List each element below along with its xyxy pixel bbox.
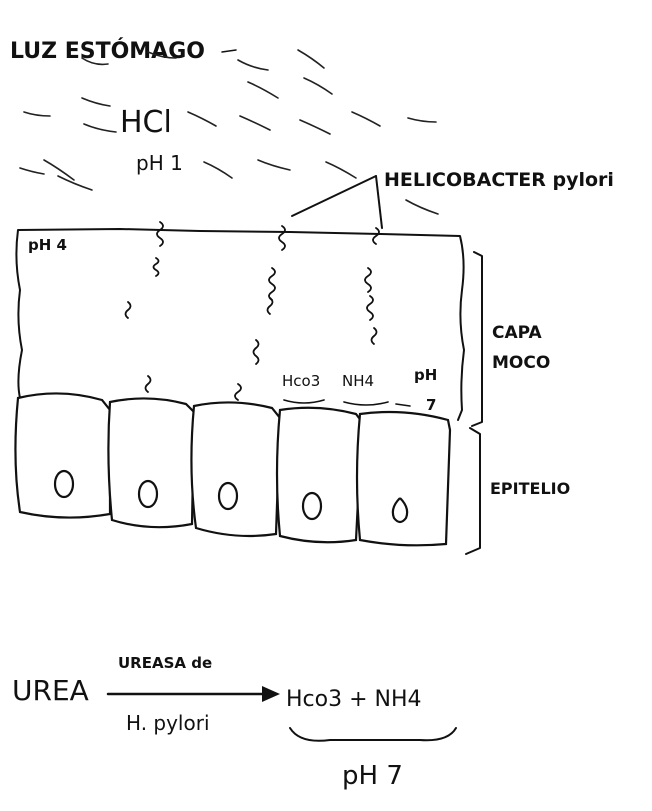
mucus-wavy-marks	[283, 399, 411, 407]
cell-nucleus	[301, 491, 323, 521]
mucus-ph-top: pH 4	[28, 236, 67, 254]
bacterium	[124, 301, 132, 319]
epithelium-label: EPITELIO	[490, 479, 570, 498]
ammonium-label: NH4	[342, 372, 374, 390]
epithelial-cell	[107, 397, 196, 529]
bacterium	[266, 297, 274, 315]
cell-nucleus	[391, 497, 409, 524]
epithelial-cell	[355, 410, 452, 547]
acid-strokes	[19, 49, 439, 215]
mucus-layer-label-2: MOCO	[492, 353, 550, 373]
products-label: Hco3 + NH4	[286, 687, 422, 712]
cell-nucleus	[217, 481, 239, 511]
lumen-ph-label: pH 1	[136, 151, 183, 175]
stomach-lumen-title: LUZ ESTÓMAGO	[10, 38, 205, 64]
cell-nucleus	[137, 479, 159, 509]
bacteria-group	[124, 221, 380, 401]
mucus-ph-bottom-value: 7	[426, 396, 436, 414]
hcl-label: HCl	[120, 105, 172, 140]
bacterium	[278, 225, 286, 251]
bacterium	[370, 327, 378, 345]
bacterium	[252, 339, 260, 365]
pointer-line-left	[291, 175, 377, 217]
bicarbonate-label: Hco3	[282, 372, 320, 390]
reaction-arrowhead	[262, 686, 280, 702]
epithelium-bracket	[465, 427, 481, 555]
enzyme-label: UREASA de	[118, 654, 212, 672]
bacterium	[372, 227, 380, 245]
epithelium	[14, 392, 452, 547]
result-ph-label: pH 7	[342, 761, 403, 791]
mucus-layer-label-1: CAPA	[492, 323, 543, 343]
pointer-line-right	[375, 175, 383, 229]
bacterium	[364, 267, 372, 293]
bacterium	[144, 375, 152, 393]
epithelial-cell	[275, 406, 364, 544]
bacterium	[366, 295, 374, 321]
urea-label: UREA	[12, 674, 89, 707]
mucus-layer-outline	[15, 228, 465, 421]
mucus-bracket	[471, 251, 483, 427]
epithelial-cell	[14, 392, 112, 519]
mucus-ph-bottom: pH	[414, 366, 437, 384]
bacterium	[156, 221, 164, 247]
products-brace	[289, 727, 457, 742]
cell-nucleus	[53, 469, 75, 499]
bacterium	[268, 267, 276, 301]
bacterium	[234, 383, 242, 401]
epithelial-cell	[190, 401, 282, 538]
enzyme-source-label: H. pylori	[126, 711, 210, 735]
bacterium	[152, 257, 160, 277]
helicobacter-label: HELICOBACTER pylori	[384, 169, 614, 191]
title-dash	[221, 49, 237, 53]
